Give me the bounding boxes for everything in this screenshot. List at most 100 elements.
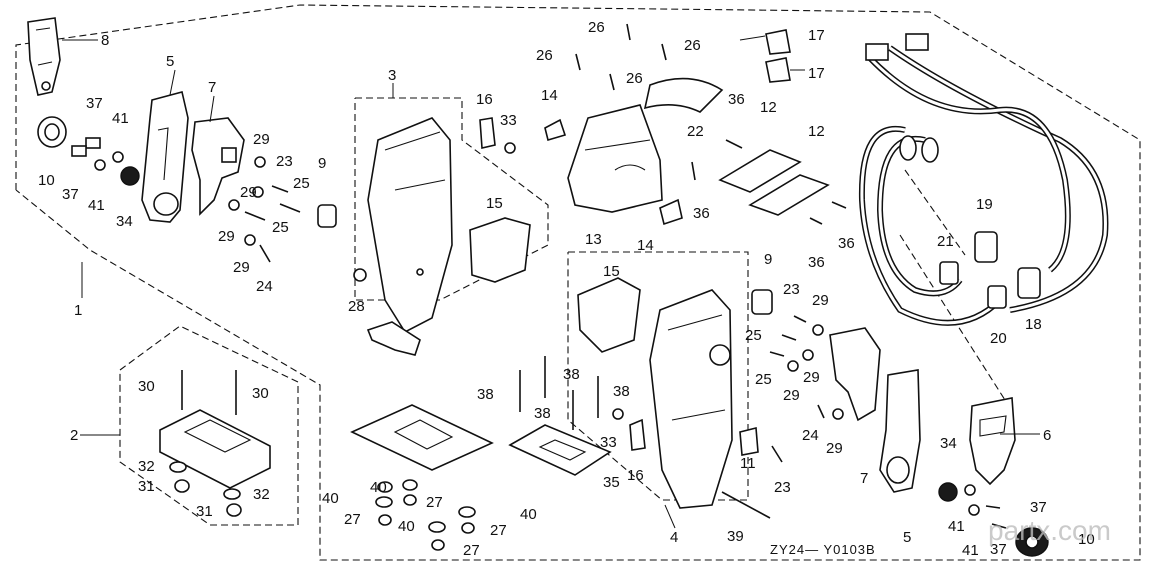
label-28: 28 <box>348 298 365 315</box>
washer-29 <box>254 156 266 168</box>
diagram-code: ZY24— Y0103B <box>770 542 876 557</box>
label-19: 19 <box>976 196 993 213</box>
wire-harness <box>867 55 1071 273</box>
connector-21 <box>939 261 959 285</box>
nut-31 <box>226 503 242 517</box>
bolt-37 <box>991 523 1007 529</box>
switch-7 <box>191 117 245 216</box>
washer-29 <box>252 186 264 198</box>
label-18: 18 <box>1025 316 1042 333</box>
grip-handle-6 <box>969 397 1016 486</box>
label-29: 29 <box>218 228 235 245</box>
label-41: 41 <box>948 518 965 535</box>
label-33: 33 <box>500 112 517 129</box>
label-14: 14 <box>637 237 654 254</box>
label-33: 33 <box>600 434 617 451</box>
label-7: 7 <box>208 79 216 96</box>
cap-9 <box>317 204 337 228</box>
label-17: 17 <box>808 27 825 44</box>
label-16: 16 <box>476 91 493 108</box>
label-27: 27 <box>463 542 480 559</box>
wire-harness <box>888 45 1109 313</box>
label-34: 34 <box>940 435 957 452</box>
label-31: 31 <box>196 503 213 520</box>
screw-26 <box>626 23 631 41</box>
nut-27 <box>431 539 445 551</box>
group-3-boundary <box>354 97 549 301</box>
label-36: 36 <box>838 235 855 252</box>
label-17: 17 <box>808 65 825 82</box>
label-29: 29 <box>240 184 257 201</box>
label-10: 10 <box>1078 531 1095 548</box>
label-41: 41 <box>112 110 129 127</box>
label-25: 25 <box>293 175 310 192</box>
label-36: 36 <box>808 254 825 271</box>
callout-labels: 1 2 3 4 5 5 6 7 7 8 9 9 10 10 11 12 12 1… <box>38 19 1095 559</box>
cover-15 <box>469 217 531 283</box>
label-32: 32 <box>138 458 155 475</box>
nut-27 <box>461 522 475 534</box>
label-40: 40 <box>370 479 387 496</box>
connector <box>921 137 939 163</box>
bolt-23 <box>271 185 289 193</box>
label-14: 14 <box>541 87 558 104</box>
label-34: 34 <box>116 213 133 230</box>
gasket-35 <box>350 404 494 471</box>
label-2: 2 <box>70 427 78 444</box>
washer-29 <box>244 234 256 246</box>
bracket-16 <box>479 117 496 149</box>
label-13: 13 <box>585 231 602 248</box>
label-35: 35 <box>603 474 620 491</box>
label-37: 37 <box>62 186 79 203</box>
screw-36 <box>831 201 847 209</box>
label-22: 22 <box>687 123 704 140</box>
screw-26 <box>609 73 615 91</box>
label-25: 25 <box>272 219 289 236</box>
bolt-37 <box>71 145 87 157</box>
label-6: 6 <box>1043 427 1051 444</box>
label-41: 41 <box>88 197 105 214</box>
connector <box>905 33 929 51</box>
washer-32 <box>223 488 241 500</box>
clip-17 <box>765 57 791 83</box>
washer-41 <box>112 151 124 163</box>
washer-40 <box>458 506 476 518</box>
label-26: 26 <box>536 47 553 64</box>
bolt-24 <box>259 244 271 263</box>
nut-33 <box>504 142 516 154</box>
label-25: 25 <box>745 327 762 344</box>
switch-7 <box>829 327 881 422</box>
clip-11 <box>739 426 759 456</box>
cap-9 <box>751 289 773 315</box>
plate-12 <box>748 174 830 216</box>
bolt-23 <box>793 315 807 323</box>
label-29: 29 <box>826 440 843 457</box>
label-9: 9 <box>318 155 326 172</box>
bolt-25 <box>244 211 266 221</box>
connector-20 <box>987 285 1007 309</box>
bolt-25 <box>279 203 301 213</box>
label-38: 38 <box>534 405 551 422</box>
label-36: 36 <box>693 205 710 222</box>
label-26: 26 <box>684 37 701 54</box>
gasket-35 <box>508 424 612 476</box>
label-29: 29 <box>812 292 829 309</box>
label-15: 15 <box>486 195 503 212</box>
screw-26 <box>661 43 667 61</box>
screw-36 <box>691 161 696 181</box>
label-7: 7 <box>860 470 868 487</box>
group-4-boundary <box>567 251 749 501</box>
washer-41 <box>94 159 106 171</box>
label-12: 12 <box>760 99 777 116</box>
washer-29 <box>802 349 814 361</box>
label-40: 40 <box>520 506 537 523</box>
label-23: 23 <box>783 281 800 298</box>
group-2-boundary <box>119 325 299 526</box>
label-32: 32 <box>253 486 270 503</box>
label-16: 16 <box>627 467 644 484</box>
label-24: 24 <box>256 278 273 295</box>
label-5: 5 <box>903 529 911 546</box>
watermark: partx.com <box>988 515 1111 546</box>
